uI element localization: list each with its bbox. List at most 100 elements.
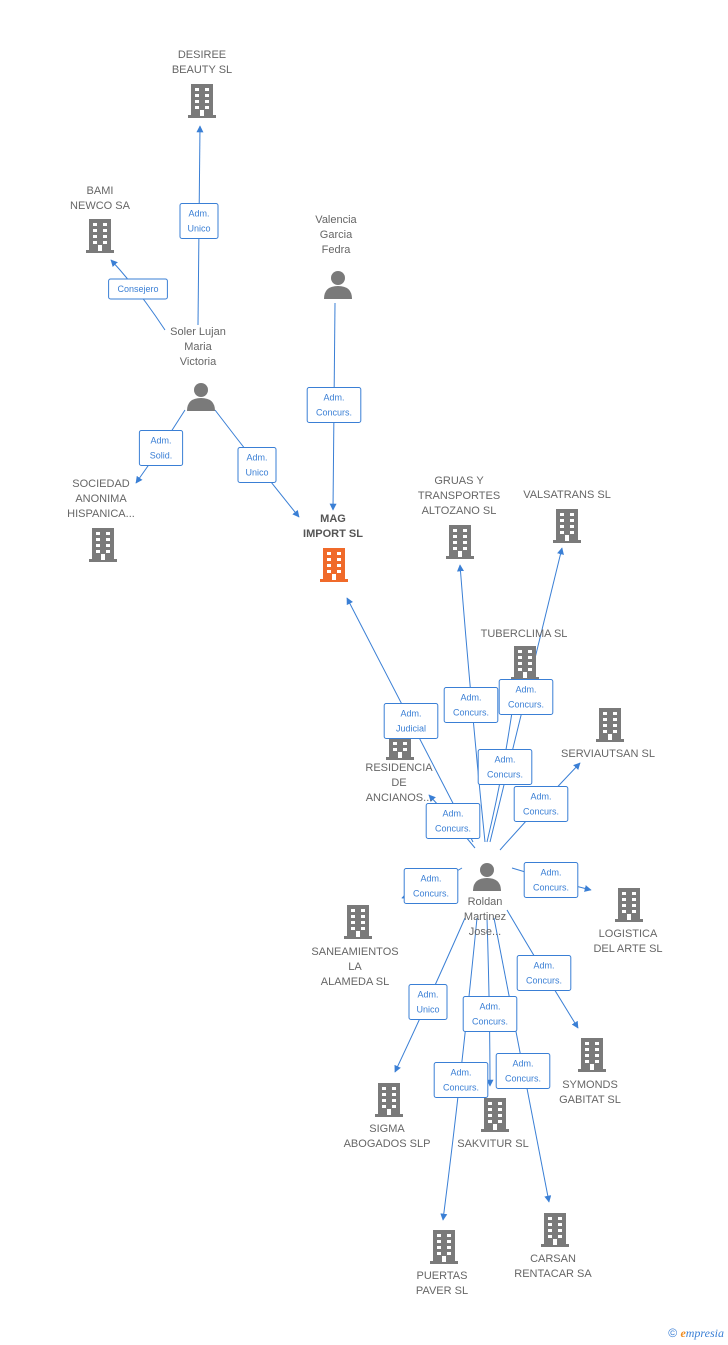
node-sociedad[interactable]: SOCIEDAD ANONIMA HISPANICA... [67, 478, 135, 562]
edge-label-text: Adm. [460, 693, 481, 703]
node-label: ANONIMA [75, 493, 127, 505]
node-label: Victoria [180, 356, 217, 368]
edge-label-text: Concurs. [487, 770, 523, 780]
node-label: DESIREE [178, 49, 226, 61]
node-roldan[interactable]: RoldanMartinezJose... [464, 863, 506, 938]
building-icon [596, 708, 624, 742]
node-puertas[interactable]: PUERTAS PAVER SL [416, 1230, 468, 1297]
node-label: Garcia [320, 229, 353, 241]
edge-label-roldan-to-mag[interactable]: Adm.Judicial [383, 703, 439, 739]
node-label: SOCIEDAD [72, 478, 130, 490]
edge-label-box [433, 1062, 489, 1098]
building-icon [375, 1083, 403, 1117]
edge-label-text: Adm. [515, 685, 536, 695]
node-label: Fedra [322, 244, 352, 256]
edge-label-text: Adm. [150, 436, 171, 446]
node-label: ALTOZANO SL [422, 505, 497, 517]
building-icon [188, 84, 216, 118]
nodes-layer: DESIREE BEAUTY SL BAMI NEWCO SA ValenciaGarc… [67, 49, 662, 1297]
node-label: PUERTAS [417, 1270, 468, 1282]
edge-label-roldan-to-tuberclima[interactable]: Adm. Concurs. [477, 749, 533, 785]
node-tuberclima[interactable]: TUBERCLIMA SL [481, 628, 568, 680]
person-icon [473, 863, 501, 891]
edge-label-box [513, 786, 569, 822]
node-sakvitur[interactable]: SAKVITUR SL [457, 1098, 529, 1150]
node-label: GRUAS Y [434, 475, 484, 487]
node-serviautsan[interactable]: SERVIAUTSAN SL [561, 708, 655, 760]
node-gruas[interactable]: GRUAS Y TRANSPORTES ALTOZANO SL [418, 475, 500, 559]
edge-label-text: Concurs. [533, 883, 569, 893]
edge-label-roldan-to-saneamientos[interactable]: Adm.Concurs. [403, 868, 459, 904]
building-icon [430, 1230, 458, 1264]
edge-label-text: Concurs. [443, 1083, 479, 1093]
edge-label-text: Adm. [533, 961, 554, 971]
edge-label-box [237, 447, 277, 483]
edge-label-text: Unico [187, 224, 210, 234]
edge-label-box [495, 1053, 551, 1089]
node-valsatrans[interactable]: VALSATRANS SL [523, 489, 611, 543]
edge-label-soler-to-bami[interactable]: Consejero [108, 278, 168, 300]
footer-brand[interactable]: © empresia [668, 1326, 724, 1341]
node-label: Jose... [469, 926, 501, 938]
node-label: PAVER SL [416, 1285, 468, 1297]
node-logistica[interactable]: LOGISTICA DEL ARTE SL [593, 888, 663, 955]
edge-label-text: Concurs. [435, 824, 471, 834]
edge-label-soler-to-sociedad[interactable]: Adm. Solid. [138, 430, 184, 466]
node-label: Valencia [315, 214, 357, 226]
node-label: LOGISTICA [599, 928, 658, 940]
node-label: ANCIANOS... [366, 792, 433, 804]
copyright-symbol: © [668, 1326, 678, 1340]
edge-label-box [462, 996, 518, 1032]
person-icon [324, 271, 352, 299]
edge-label-text: Solid. [150, 451, 173, 461]
edge-label-soler-to-desiree[interactable]: Adm.Unico [179, 203, 219, 239]
node-label: BEAUTY SL [172, 64, 232, 76]
node-label: HISPANICA... [67, 508, 135, 520]
edge-label-roldan-to-sigma[interactable]: Adm.Unico [408, 984, 448, 1020]
edge-label-text: Unico [416, 1005, 439, 1015]
edge-label-roldan-to-sakvitur[interactable]: Adm.Concurs. [462, 996, 518, 1032]
node-label: Soler Lujan [170, 326, 226, 338]
edge-label-box [523, 862, 579, 898]
edge-label-text: Adm. [540, 868, 561, 878]
edge-label-roldan-to-puertas[interactable]: Adm.Concurs. [433, 1062, 489, 1098]
edge-label-text: Adm. [420, 874, 441, 884]
node-label: NEWCO SA [70, 200, 131, 212]
edge-label-box [179, 203, 219, 239]
node-bami[interactable]: BAMI NEWCO SA [70, 185, 131, 253]
node-label: Roldan [468, 896, 503, 908]
edge-label-text: Adm. [246, 453, 267, 463]
edge-label-roldan-to-serviautsan[interactable]: Adm.Concurs. [513, 786, 569, 822]
node-label: TRANSPORTES [418, 490, 500, 502]
edge-label-text: Adm. [323, 393, 344, 403]
node-label: BAMI [87, 185, 114, 197]
edge-label-text: Concurs. [316, 408, 352, 418]
edge-label-text: Concurs. [523, 807, 559, 817]
edge-label-text: Adm. [494, 755, 515, 765]
node-label: ABOGADOS SLP [344, 1138, 431, 1150]
edge-label-roldan-to-valsatrans[interactable]: Adm.Concurs. [498, 679, 554, 715]
edge-label-valencia-to-mag[interactable]: Adm. Concurs. [306, 387, 362, 423]
edge-label-roldan-to-residencia[interactable]: Adm.Concurs. [425, 803, 481, 839]
node-label: DEL ARTE SL [593, 943, 662, 955]
edge-label-box [306, 387, 362, 423]
node-residencia[interactable]: RESIDENCIADEANCIANOS... [365, 726, 433, 804]
edge-label-roldan-to-gruas[interactable]: Adm.Concurs. [443, 687, 499, 723]
node-label: IMPORT SL [303, 528, 363, 540]
edge-label-soler-to-mag[interactable]: Adm.Unico [237, 447, 277, 483]
node-desiree[interactable]: DESIREE BEAUTY SL [172, 49, 232, 118]
edge-label-roldan-to-carsan[interactable]: Adm.Concurs. [495, 1053, 551, 1089]
edge-label-roldan-to-logistica[interactable]: Adm. Concurs. [523, 862, 579, 898]
building-icon [344, 905, 372, 939]
edge-label-roldan-to-symonds[interactable]: Adm.Concurs. [516, 955, 572, 991]
edge-label-box [498, 679, 554, 715]
node-label: LA [348, 961, 362, 973]
